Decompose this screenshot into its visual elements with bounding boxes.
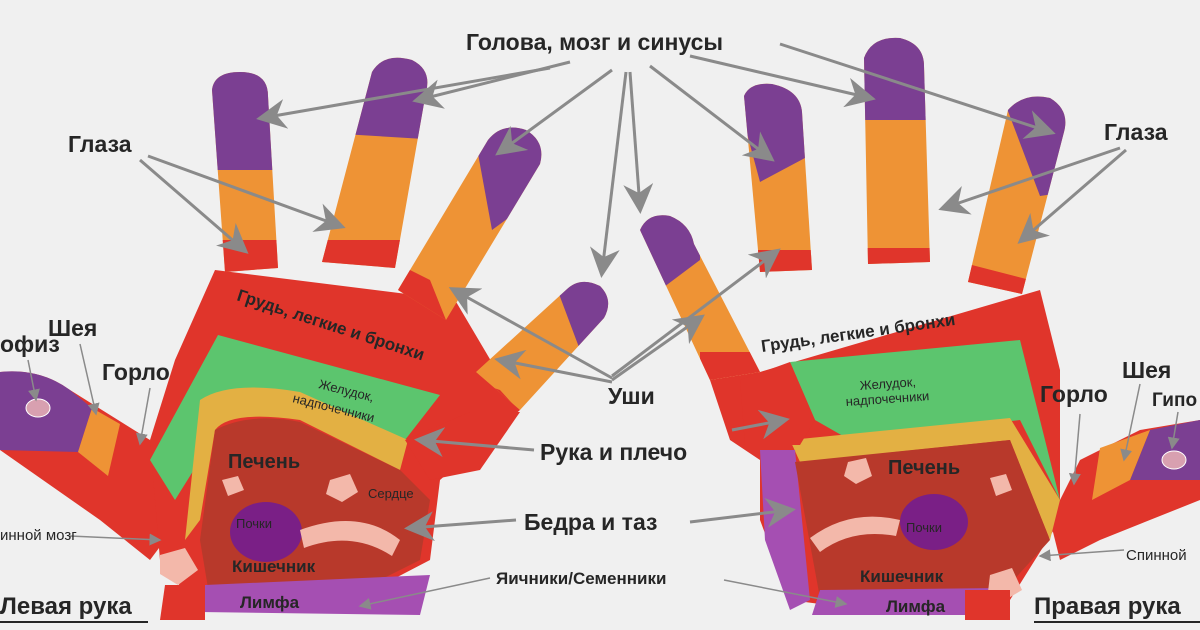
right-finger-index [730,70,820,280]
left-finger-index [200,60,290,280]
right-liver-label: Печень [888,457,960,479]
left-kidney [230,502,302,562]
left-kidney-label: Почки [236,516,272,531]
label-left-hand: Левая рука [0,593,132,620]
label-hips-pelvis: Бедра и таз [524,509,657,535]
right-finger-middle [850,30,940,278]
left-wrist [160,585,205,620]
label-spine-left: инной мозг [0,527,77,544]
label-eyes-right: Глаза [1104,119,1168,145]
left-heart-label: Сердце [368,486,414,501]
label-right-hand: Правая рука [1034,593,1181,620]
right-lymph-label: Лимфа [886,597,946,616]
label-ears: Уши [608,383,655,409]
label-pituitary-right: Гипо [1152,390,1197,411]
right-intestine-label: Кишечник [860,567,944,586]
left-lymph-label: Лимфа [240,593,300,612]
left-intestine-label: Кишечник [232,557,316,576]
label-throat-left: Горло [102,359,170,385]
right-wrist [965,590,1010,620]
label-arm-shoulder: Рука и плечо [540,439,687,465]
label-head-brain-sinus: Голова, мозг и синусы [466,29,723,55]
label-neck-right: Шея [1122,357,1171,383]
right-finger-little [630,200,770,390]
left-pituitary-dot [26,399,50,417]
left-finger-middle [310,40,440,280]
label-throat-right: Горло [1040,381,1108,407]
label-spine-right: Спинной [1126,547,1187,564]
right-kidney-label: Почки [906,520,942,535]
right-pituitary-dot [1162,451,1186,469]
left-liver-label: Печень [228,451,300,473]
label-ovaries-testes: Яичники/Семенники [496,569,666,588]
label-pituitary-left: офиз [0,331,60,357]
label-eyes-left: Глаза [68,131,132,157]
